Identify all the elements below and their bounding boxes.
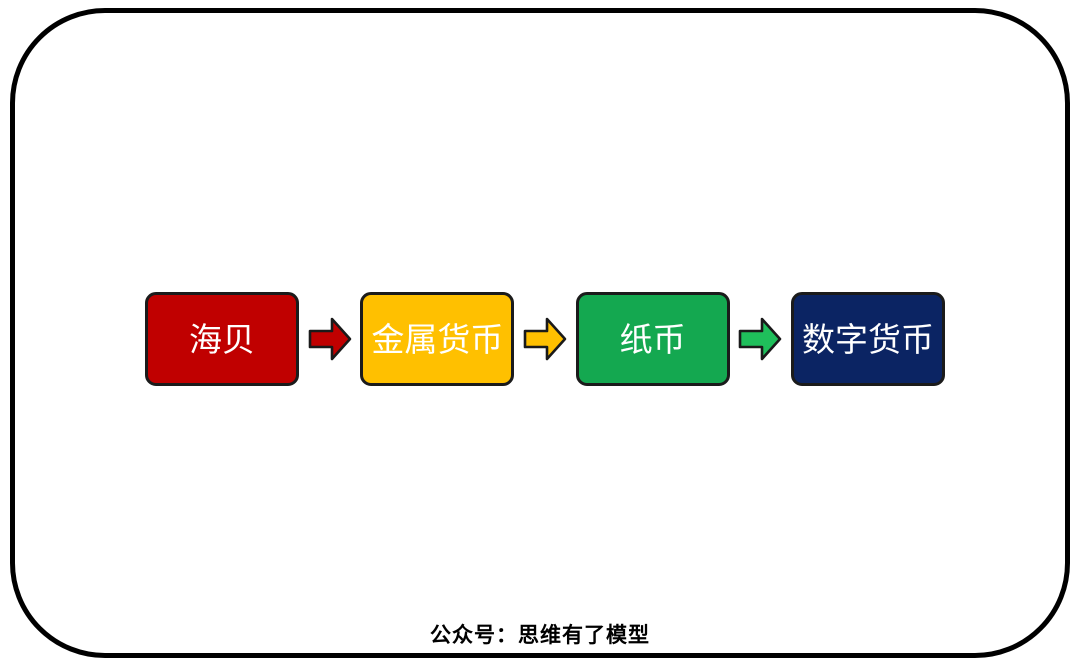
node-metal-currency-label: 金属货币 — [371, 320, 504, 358]
node-metal-currency: 金属货币 — [360, 292, 515, 386]
arrow-right-icon — [523, 317, 567, 361]
node-digital-currency-label: 数字货币 — [801, 320, 934, 358]
node-paper-money-label: 纸币 — [619, 320, 686, 358]
arrow-right-icon — [308, 317, 351, 361]
node-seashell: 海贝 — [145, 292, 299, 386]
arrow-right-icon — [738, 317, 782, 361]
arrow-right-shape — [308, 317, 351, 361]
arrow-right-shape — [523, 317, 567, 361]
arrow-right-shape — [738, 317, 782, 361]
node-paper-money: 纸币 — [575, 292, 730, 386]
footer-caption: 公众号：思维有了模型 — [430, 624, 650, 647]
node-digital-currency: 数字货币 — [790, 292, 945, 386]
rounded-border-frame: 海贝 金属货币 纸币 数字货币 公众号：思维有了模型 — [10, 8, 1070, 658]
currency-evolution-flow: 海贝 金属货币 纸币 数字货币 — [145, 292, 945, 386]
node-seashell-label: 海贝 — [189, 320, 255, 358]
